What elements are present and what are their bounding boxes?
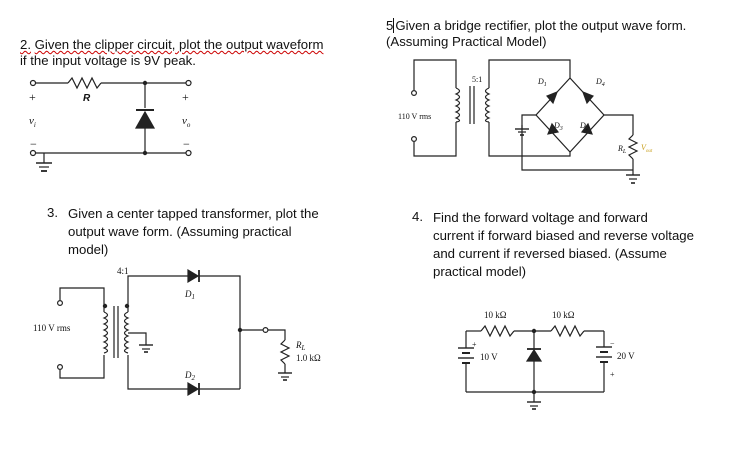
q4-v1-plus: +: [472, 340, 477, 349]
bridge-d1-label: D1: [537, 77, 547, 88]
bridge-d3-label: D3: [553, 121, 563, 132]
q4-resistor-1: [480, 324, 515, 338]
bridge-diode-d4: [581, 90, 595, 105]
question-4-text: 4. Find the forward voltage and forward …: [412, 209, 694, 281]
question-4-number: 4.: [412, 209, 423, 224]
center-tap-diode-d2: [187, 381, 200, 397]
question-2-line2: if the input voltage is 9V peak.: [20, 53, 196, 68]
question-2-line1: Given the clipper circuit, plot the outp…: [34, 37, 324, 52]
bridge-vout-label: Vout: [641, 143, 653, 154]
center-tap-vin-label: 110 V rms: [33, 323, 71, 333]
clipper-resistor: [67, 76, 102, 90]
center-tap-ratio-label: 4:1: [117, 266, 129, 276]
q4-v1-label: 10 V: [480, 352, 498, 362]
question-2-text: 2. Given the clipper circuit, plot the o…: [20, 37, 323, 69]
bridge-ratio-label: 5:1: [472, 75, 482, 84]
q4-v2-plus: +: [610, 370, 615, 379]
clipper-diode: [134, 110, 156, 129]
bridge-diode-d2: [580, 122, 593, 135]
q4-diode: [525, 348, 543, 362]
question-3-text: 3. Given a center tapped transformer, pl…: [47, 205, 319, 259]
question-4-line2: current if forward biased and reverse vo…: [433, 228, 694, 243]
q4-v2-label: 20 V: [617, 351, 635, 361]
question-3-line3: model): [68, 242, 109, 257]
question-5-number: 5: [386, 18, 394, 33]
center-tap-d2-label: D2: [184, 370, 196, 382]
clipper-vi-label: vi: [29, 115, 36, 129]
question-4-line3: and current if reversed biased. (Assume: [433, 246, 667, 261]
clipper-minus-left: −: [30, 137, 37, 151]
clipper-plus-left: +: [29, 90, 36, 104]
q4-resistor-2: [550, 324, 585, 338]
question-3-line1: Given a center tapped transformer, plot …: [68, 206, 319, 221]
center-tap-rl-label: RL: [295, 340, 306, 352]
bridge-rectifier-circuit: [411, 59, 640, 184]
q4-r2-label: 10 kΩ: [552, 310, 575, 320]
question-4-line1: Find the forward voltage and forward: [433, 210, 648, 225]
question-4-line4: practical model): [433, 264, 527, 279]
question-3-line2: output wave form. (Assuming practical: [68, 224, 292, 239]
question-5-line1: Given a bridge rectifier, plot the outpu…: [395, 18, 687, 33]
bridge-diode-d3: [547, 122, 560, 135]
center-tap-load-resistor: [279, 339, 291, 365]
center-tap-d1-label: D1: [184, 289, 195, 301]
center-tap-diode-d1: [187, 268, 200, 284]
question-3-number: 3.: [47, 205, 58, 220]
bridge-load-resistor: [627, 134, 639, 160]
clipper-vo-label: vo: [182, 115, 191, 129]
question-2-number: 2.: [20, 37, 31, 52]
bridge-d4-label: D4: [595, 77, 605, 88]
clipper-plus-right: +: [182, 90, 189, 104]
bridge-d2-label: D2: [579, 121, 589, 132]
center-tap-circuit: [56, 268, 292, 397]
diode-bias-circuit: [458, 324, 612, 410]
question-5-line2: (Assuming Practical Model): [386, 34, 547, 49]
q4-r1-label: 10 kΩ: [484, 310, 507, 320]
clipper-r-label: R: [83, 93, 91, 104]
clipper-circuit: [29, 76, 192, 172]
center-tap-rval-label: 1.0 kΩ: [296, 353, 321, 363]
q4-v2-minus: −: [610, 339, 615, 348]
bridge-rl-label: RL: [617, 144, 627, 155]
clipper-minus-right: −: [183, 137, 190, 151]
bridge-vin-label: 110 V rms: [398, 112, 431, 121]
bridge-diode-d1: [545, 90, 559, 105]
